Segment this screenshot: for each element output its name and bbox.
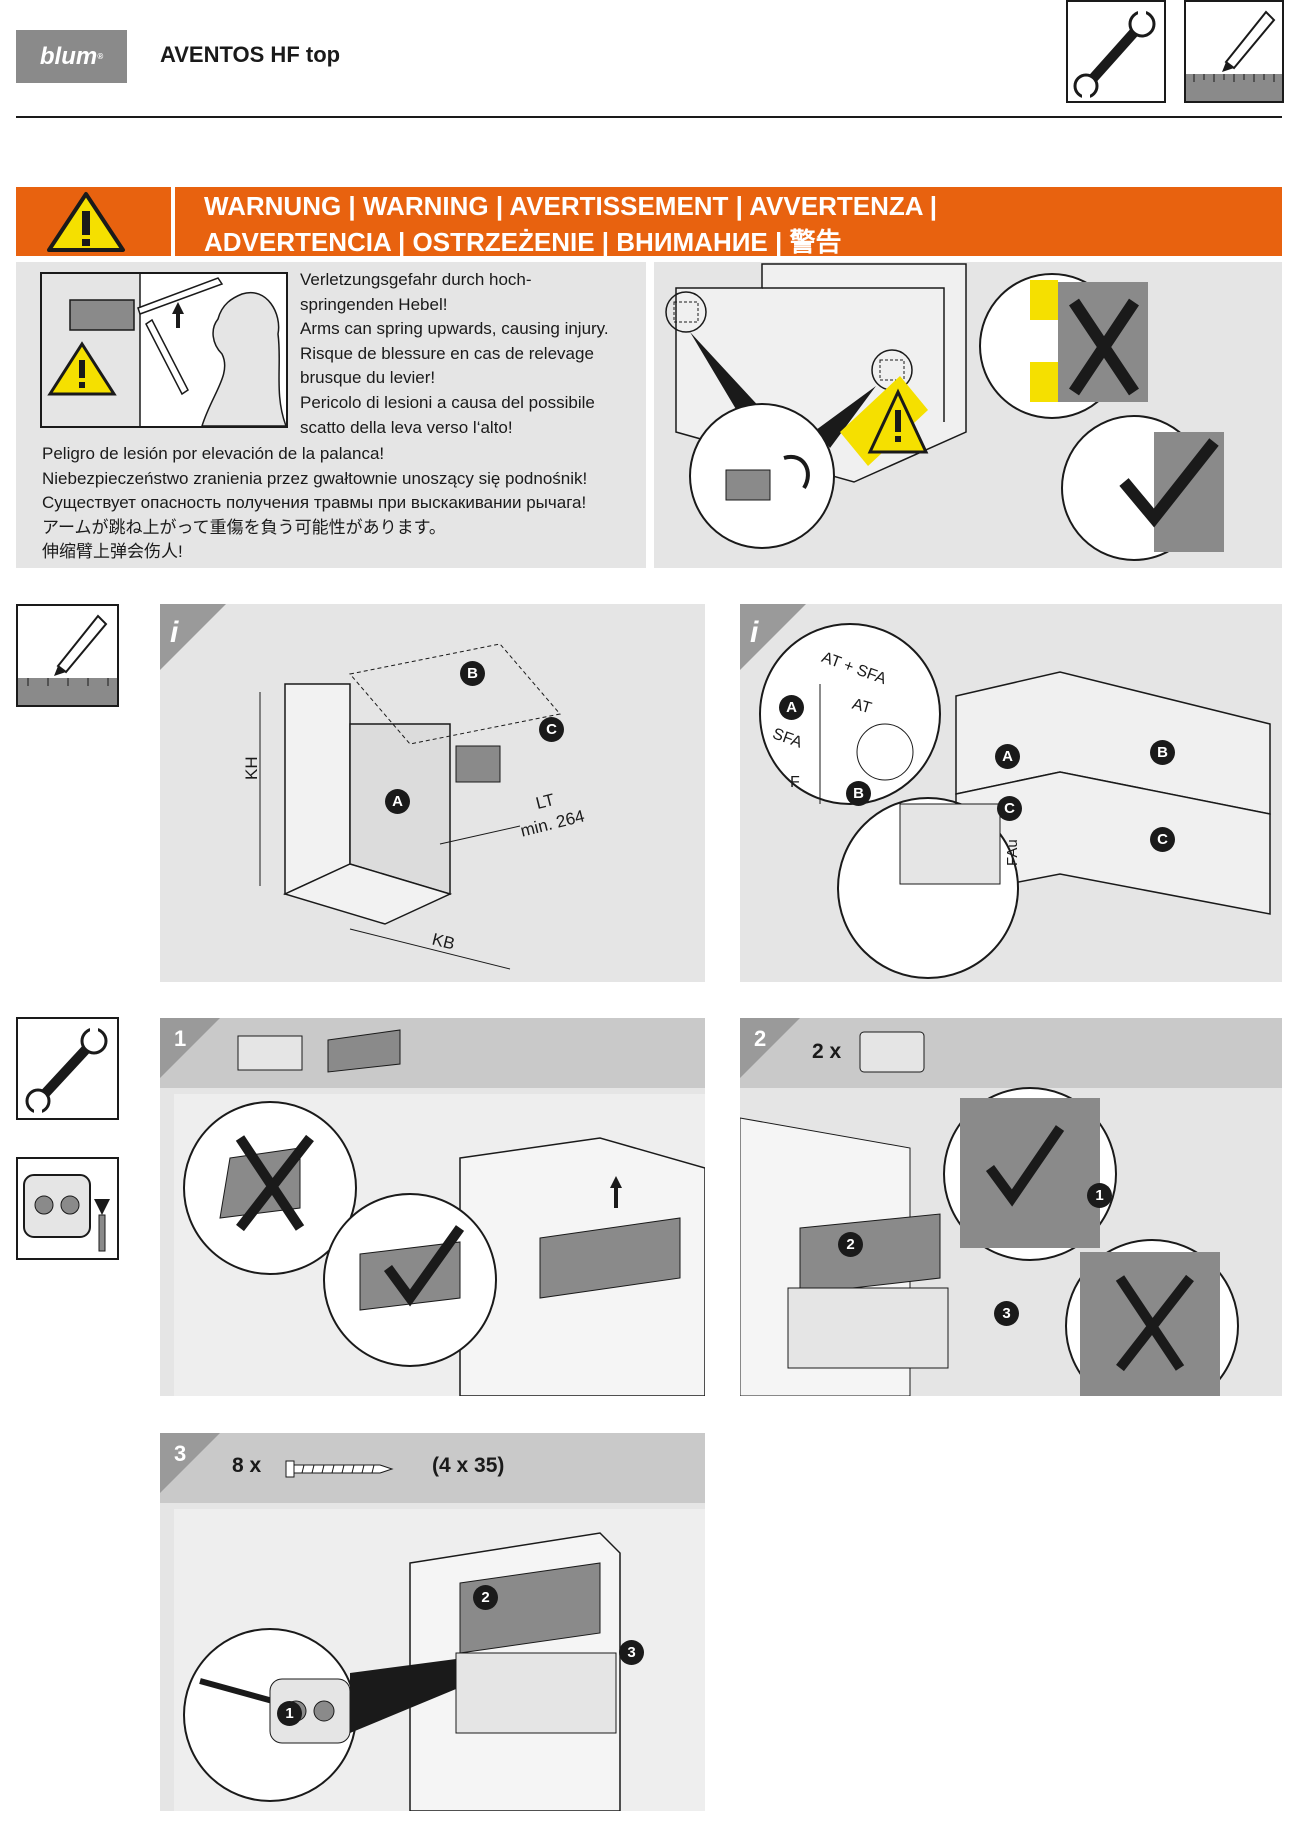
- warning-triangle-icon: [16, 187, 156, 256]
- step3-quantity: 8 x: [232, 1454, 262, 1477]
- cabinet-dimensions-panel: i: [160, 604, 705, 982]
- callout-2-step3: 2: [473, 1585, 498, 1610]
- marker-c: C: [539, 717, 564, 742]
- callout-3-step2: 3: [994, 1301, 1019, 1326]
- callout-2-step2: 2: [838, 1232, 863, 1257]
- marker-a: A: [385, 789, 410, 814]
- warning-banner: WARNUNG | WARNING | AVERTISSEMENT | AVVE…: [16, 187, 1282, 257]
- dim-f: F: [790, 774, 800, 791]
- front-dimensions-panel: i: [740, 604, 1282, 982]
- marker-b-front: B: [1150, 740, 1175, 765]
- step1-number: 1: [174, 1026, 187, 1051]
- dim-fau: FAu: [1004, 839, 1021, 866]
- warning-text-full: Peligro de lesión por elevación de la pa…: [42, 444, 588, 562]
- svg-text:i: i: [750, 616, 759, 649]
- pencil-ruler-icon: [1184, 0, 1284, 103]
- marker-b: B: [460, 661, 485, 686]
- screw-mounting-plate-icon: [16, 1157, 119, 1260]
- callout-1-step3: 1: [277, 1701, 302, 1726]
- marker-c-front: C: [997, 796, 1022, 821]
- marker-a-detail: A: [779, 695, 804, 720]
- callout-3-step3: 3: [619, 1640, 644, 1665]
- step3-number: 3: [174, 1441, 187, 1466]
- warning-cabinet-panel: [654, 262, 1282, 568]
- step1-panel: 1: [160, 1018, 705, 1396]
- wrench-icon: [1066, 0, 1166, 103]
- marker-b-detail: B: [846, 781, 871, 806]
- callout-1-step2: 1: [1087, 1183, 1112, 1208]
- warning-text-short: Verletzungsgefahr durch hoch- springende…: [300, 270, 609, 437]
- step2-quantity: 2 x: [812, 1040, 842, 1063]
- screw-icon: [285, 1460, 394, 1478]
- step2-number: 2: [754, 1026, 767, 1051]
- step2-panel: 2 2 x: [740, 1018, 1282, 1396]
- warning-heading-line2: ADVERTENCIA | OSTRZEŻENIE | ВНИМАНИЕ | 警…: [204, 227, 842, 257]
- blum-logo: blum®: [16, 30, 127, 83]
- warning-illustration: [40, 272, 288, 428]
- wrench-icon: [16, 1017, 119, 1120]
- dim-kh: KH: [242, 756, 261, 780]
- document-title: AVENTOS HF top: [160, 42, 341, 67]
- pencil-ruler-icon: [16, 604, 119, 707]
- marker-c-front-right: C: [1150, 827, 1175, 852]
- header-rule: [16, 116, 1282, 118]
- svg-text:i: i: [170, 616, 179, 649]
- marker-a-front: A: [995, 744, 1020, 769]
- warning-heading-line1: WARNUNG | WARNING | AVERTISSEMENT | AVVE…: [204, 191, 938, 221]
- step3-panel: 3 8 x (4 x 35): [160, 1433, 705, 1811]
- step3-screw-size: (4 x 35): [432, 1454, 505, 1477]
